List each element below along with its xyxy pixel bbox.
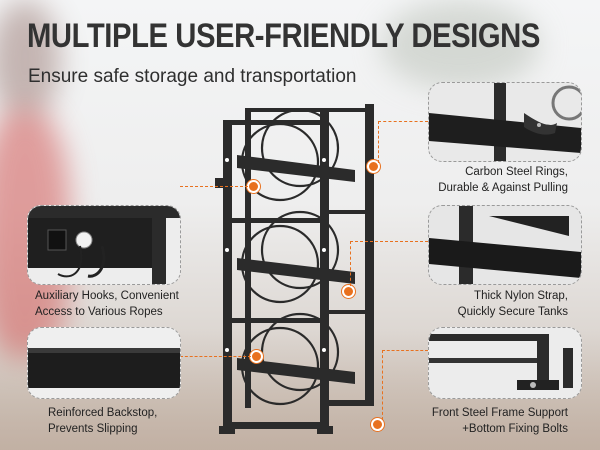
backstop-detail-image xyxy=(28,348,180,388)
caption-backstop-line1: Reinforced Backstop, xyxy=(48,407,158,419)
caption-frame: Front Steel Frame Support +Bottom Fixing… xyxy=(432,405,568,437)
hook-detail-image xyxy=(28,206,180,284)
detail-panel-strap xyxy=(428,205,582,285)
detail-panel-rings xyxy=(428,82,582,162)
callout-dot-hooks xyxy=(247,180,260,193)
callout-leader-backstop xyxy=(180,356,251,357)
caption-frame-line1: Front Steel Frame Support xyxy=(431,407,568,419)
caption-strap: Thick Nylon Strap, Quickly Secure Tanks xyxy=(458,288,568,320)
callout-dot-backstop xyxy=(250,350,263,363)
background-figure xyxy=(0,0,60,120)
callout-leader-strap-v xyxy=(350,241,351,286)
frame-bolts-detail-image xyxy=(429,334,573,390)
ring-bracket-detail-image xyxy=(429,83,581,161)
background-trees xyxy=(380,0,540,90)
callout-dot-strap xyxy=(342,285,355,298)
detail-panel-frame xyxy=(428,327,582,399)
caption-rings: Carbon Steel Rings, Durable & Against Pu… xyxy=(438,164,568,196)
caption-frame-line2: +Bottom Fixing Bolts xyxy=(462,423,568,435)
strap-detail-image xyxy=(429,206,581,284)
detail-panel-backstop xyxy=(27,327,181,399)
caption-hooks: Auxiliary Hooks, Convenient Access to Va… xyxy=(35,288,179,320)
caption-rings-line2: Durable & Against Pulling xyxy=(438,182,568,194)
caption-hooks-line2: Access to Various Ropes xyxy=(35,306,163,318)
callout-dot-frame xyxy=(371,418,384,431)
callout-leader-rings xyxy=(378,121,428,122)
caption-strap-line2: Quickly Secure Tanks xyxy=(457,306,568,318)
callout-leader-rings-v xyxy=(378,121,379,163)
callout-leader-hooks xyxy=(180,186,248,187)
caption-backstop-line2: Prevents Slipping xyxy=(48,423,138,435)
caption-strap-line1: Thick Nylon Strap, xyxy=(474,290,568,302)
caption-rings-line1: Carbon Steel Rings, xyxy=(465,166,568,178)
callout-leader-frame xyxy=(382,350,428,351)
callout-dot-rings xyxy=(367,160,380,173)
detail-panel-hooks xyxy=(27,205,181,285)
page-subtitle: Ensure safe storage and transportation xyxy=(28,66,357,87)
caption-hooks-line1: Auxiliary Hooks, Convenient xyxy=(35,290,179,302)
callout-leader-frame-v xyxy=(382,350,383,420)
callout-leader-strap xyxy=(350,241,428,242)
page-title: MULTIPLE USER-FRIENDLY DESIGNS xyxy=(27,17,540,55)
cylinder-rack-image xyxy=(215,104,374,434)
caption-backstop: Reinforced Backstop, Prevents Slipping xyxy=(48,405,157,437)
